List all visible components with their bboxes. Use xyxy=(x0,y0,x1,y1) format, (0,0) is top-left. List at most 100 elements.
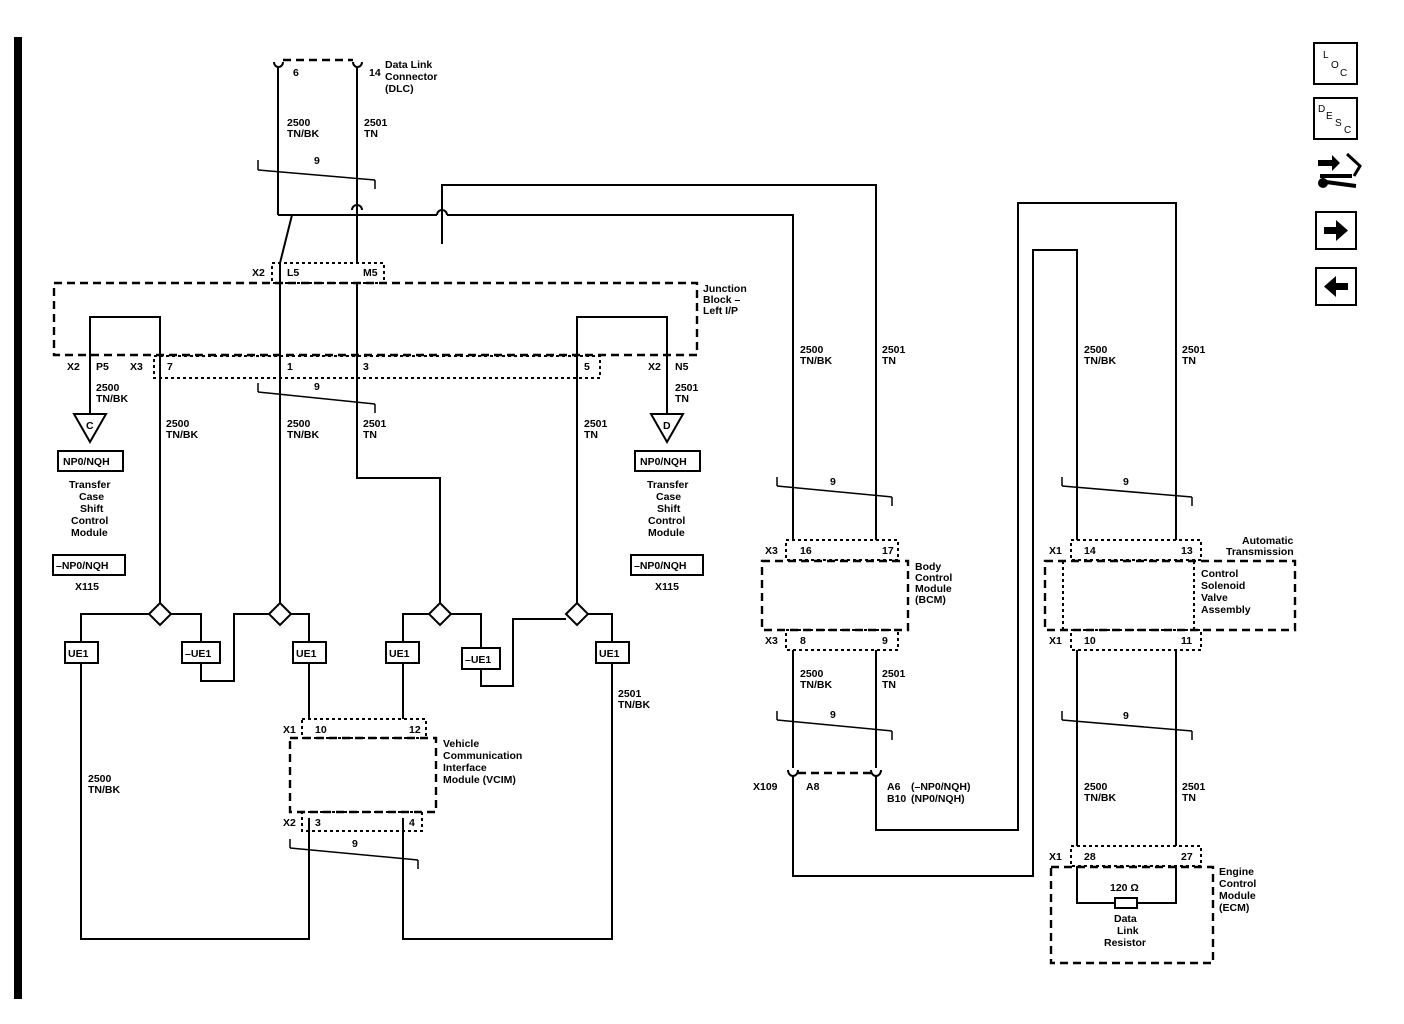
vcim-module: X1 10 12 X2 3 4 Vehicle Communication In… xyxy=(283,718,522,832)
tc-left-color: TN/BK xyxy=(96,393,128,405)
jb-pin-n5: N5 xyxy=(675,361,689,373)
bcm-lower-2500-color: TN/BK xyxy=(800,679,832,691)
vcim-x2: X2 xyxy=(283,817,296,829)
bcm-name-2: Control xyxy=(915,572,952,584)
ecm-resistor-1: Data xyxy=(1114,913,1137,925)
ecm-pin-27: 27 xyxy=(1181,851,1193,863)
bcm-x3-top: X3 xyxy=(765,545,778,557)
tc-left-not-option: –NP0/NQH xyxy=(56,560,109,572)
dlc-circuit-2500-color: TN/BK xyxy=(287,128,319,140)
splice-branches xyxy=(80,613,613,687)
dlc-circuit-2500: 2500 xyxy=(287,117,311,129)
transfer-case-left: 2500 TN/BK C NP0/NQH Transfer Case Shift… xyxy=(52,382,128,593)
tcm-x1-bottom: X1 xyxy=(1049,635,1062,647)
tcm-name-3: Valve xyxy=(1201,592,1228,604)
ecm-name-4: (ECM) xyxy=(1219,902,1249,914)
wire-7-color: TN/BK xyxy=(166,429,198,441)
vcim-pin-12: 12 xyxy=(409,724,421,736)
tcm-lower-twist: 9 xyxy=(1123,710,1129,722)
ecm-name-3: Module xyxy=(1219,890,1256,902)
tc-left-name-4: Control xyxy=(71,515,108,527)
loop-right-circuit: 2501 xyxy=(618,688,642,700)
vcim-name-4: Module (VCIM) xyxy=(443,774,516,786)
tc-left-connector: X115 xyxy=(75,581,99,593)
jb-label-line3: Left I/P xyxy=(703,305,738,317)
tc-right-name-4: Control xyxy=(648,515,685,527)
tcm-lower-2500: 2500 xyxy=(1084,781,1108,793)
tcm-name-2: Solenoid xyxy=(1201,580,1245,592)
vcim-name-1: Vehicle xyxy=(443,738,479,750)
jb-pin-7: 7 xyxy=(167,361,173,373)
jb-pin-5: 5 xyxy=(584,361,590,373)
bcm-feed-2500-color: TN/BK xyxy=(800,355,832,367)
bcm-feed-2501-color: TN xyxy=(882,355,896,367)
bcm-feed-2501: 2501 xyxy=(882,344,906,356)
jb-x2-left: X2 xyxy=(67,361,80,373)
ecm-module: X1 28 27 120 Ω Data Link Resistor Engine… xyxy=(1049,845,1256,965)
x109-name: X109 xyxy=(753,781,778,793)
loc-letter-c: C xyxy=(1340,68,1347,79)
bcm-lower-wires: 2500 TN/BK 2501 TN 9 X109 A8 A6 (–NP0/NQ… xyxy=(753,202,1177,877)
jb-pin-p5: P5 xyxy=(96,361,109,373)
bcm-lower-twist: 9 xyxy=(830,709,836,721)
not-ue1-box-1: –UE1 xyxy=(185,648,211,660)
jb-internal-loop-right xyxy=(576,316,668,603)
tcm-x1-top: X1 xyxy=(1049,545,1062,557)
transfer-case-right: 2501 TN D NP0/NQH Transfer Case Shift Co… xyxy=(630,382,704,593)
bcm-name-3: Module xyxy=(915,583,952,595)
tcm-name-4: Assembly xyxy=(1201,604,1251,616)
vcim-name-2: Communication xyxy=(443,750,522,762)
x109-a6-note: (–NP0/NQH) xyxy=(911,781,971,793)
vcim-name-3: Interface xyxy=(443,762,487,774)
ecm-name-2: Control xyxy=(1219,878,1256,890)
x109-pin-b10: B10 xyxy=(887,793,906,805)
bcm-pin-17: 17 xyxy=(882,545,894,557)
tcm-upper-2500-color: TN/BK xyxy=(1084,355,1116,367)
ue1-box-3: UE1 xyxy=(389,648,410,660)
jb-label-line2: Block – xyxy=(703,294,741,306)
vcim-twist: 9 xyxy=(352,838,358,850)
ecm-x1: X1 xyxy=(1049,851,1062,863)
tcm-title-1: Automatic xyxy=(1242,535,1293,547)
junction-block: X2 L5 M5 Junction Block – Left I/P X2 P5… xyxy=(52,262,747,379)
tcm-title-2: Transmission xyxy=(1226,546,1294,558)
tc-left-circuit: 2500 xyxy=(96,382,120,394)
bcm-x3-bottom: X3 xyxy=(765,635,778,647)
bcm-pin-16: 16 xyxy=(800,545,812,557)
location-button[interactable]: L O C xyxy=(1313,42,1358,85)
loop-right-color: TN/BK xyxy=(618,699,650,711)
dlc-label-line1: Data Link xyxy=(385,59,432,71)
tcm-upper-twist: 9 xyxy=(1123,476,1129,488)
ue1-box-2: UE1 xyxy=(296,648,317,660)
tcm-pin-14: 14 xyxy=(1084,545,1096,557)
tcm-pin-11: 11 xyxy=(1181,635,1192,647)
vcim-pin-10: 10 xyxy=(315,724,327,736)
tc-left-name-2: Case xyxy=(79,491,104,503)
dlc-twist-label: 9 xyxy=(314,155,320,167)
tc-left-option: NP0/NQH xyxy=(63,456,110,468)
vcim-x1: X1 xyxy=(283,724,296,736)
jb-pin-m5: M5 xyxy=(363,267,378,279)
wire-7-circuit: 2500 xyxy=(166,418,190,430)
dlc-wires: 2500 TN/BK 2501 TN 9 xyxy=(257,67,388,264)
desc-letter-c: C xyxy=(1344,125,1351,136)
tc-right-circuit: 2501 xyxy=(675,382,699,394)
tcm-name-1: Control xyxy=(1201,568,1238,580)
tc-left-name-3: Shift xyxy=(80,503,104,515)
ecm-resistor-3: Resistor xyxy=(1104,937,1146,949)
wire-5-color: TN xyxy=(584,429,598,441)
jb-pin-1: 1 xyxy=(287,361,293,373)
ecm-name-1: Engine xyxy=(1219,866,1254,878)
arrow-left-icon[interactable] xyxy=(1315,267,1357,306)
bcm-name-4: (BCM) xyxy=(915,594,946,606)
tcm-pin-13: 13 xyxy=(1181,545,1193,557)
loop-left-color: TN/BK xyxy=(88,784,120,796)
schematic-tools-icon[interactable] xyxy=(1318,152,1362,188)
data-link-connector: 6 14 Data Link Connector (DLC) xyxy=(273,58,438,95)
wire-5-circuit: 2501 xyxy=(584,418,608,430)
description-button[interactable]: D E S C xyxy=(1313,97,1358,140)
wire-1-circuit: 2500 xyxy=(287,418,311,430)
x109-b10-note: (NP0/NQH) xyxy=(911,793,965,805)
wire-1-color: TN/BK xyxy=(287,429,319,441)
arrow-right-icon[interactable] xyxy=(1315,211,1357,250)
